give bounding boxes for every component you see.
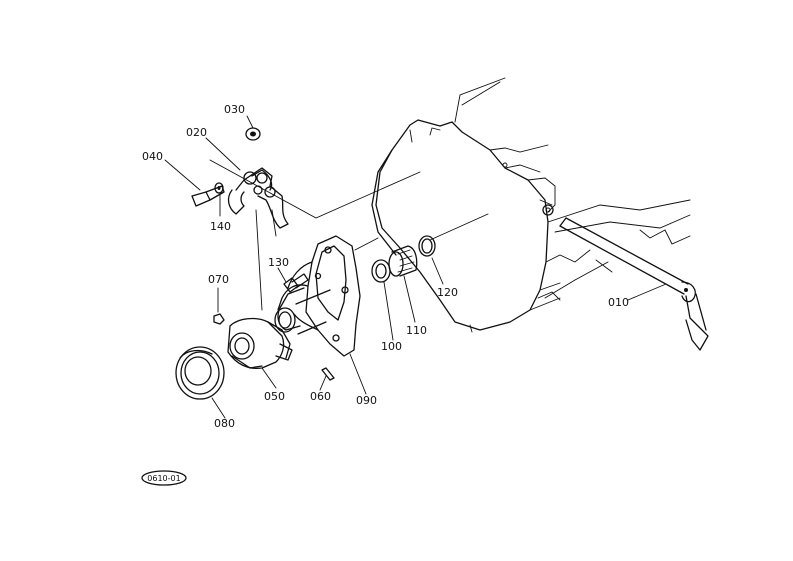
release-fork-020: [227, 167, 289, 229]
nut-030: [245, 127, 261, 141]
release-bearing-080: [175, 346, 225, 400]
clip-070: [213, 313, 225, 325]
callout-020: 020: [186, 126, 207, 139]
snap-ring-120: [418, 235, 436, 257]
callout-110: 110: [406, 324, 427, 337]
seal-100: [371, 259, 391, 283]
callout-labels: 030 020 040 140 130 070 050 060 080 090 …: [142, 103, 629, 430]
callout-050: 050: [264, 390, 285, 403]
callout-100: 100: [381, 340, 402, 353]
needle-bearing-110: [388, 245, 418, 277]
callout-060: 060: [310, 390, 331, 403]
release-hub-050: [227, 317, 293, 370]
callout-120: 120: [437, 286, 458, 299]
pin-060: [321, 367, 335, 381]
callout-130: 130: [268, 256, 289, 269]
bearing-holder-090: [274, 235, 361, 357]
callout-010: 010: [608, 296, 629, 309]
callout-leaders: [164, 115, 667, 419]
callout-030: 030: [224, 103, 245, 116]
callout-070: 070: [208, 273, 229, 286]
callout-090: 090: [356, 394, 377, 407]
clutch-housing: [371, 77, 691, 333]
figure-code: 0610-01: [147, 474, 180, 483]
figure-code-badge: 0610-01: [141, 470, 187, 486]
bolt-130: [283, 273, 309, 293]
callout-040: 040: [142, 150, 163, 163]
callout-080: 080: [214, 417, 235, 430]
washer-140: [214, 182, 224, 194]
release-shaft-010: [559, 217, 709, 351]
callout-140: 140: [210, 220, 231, 233]
